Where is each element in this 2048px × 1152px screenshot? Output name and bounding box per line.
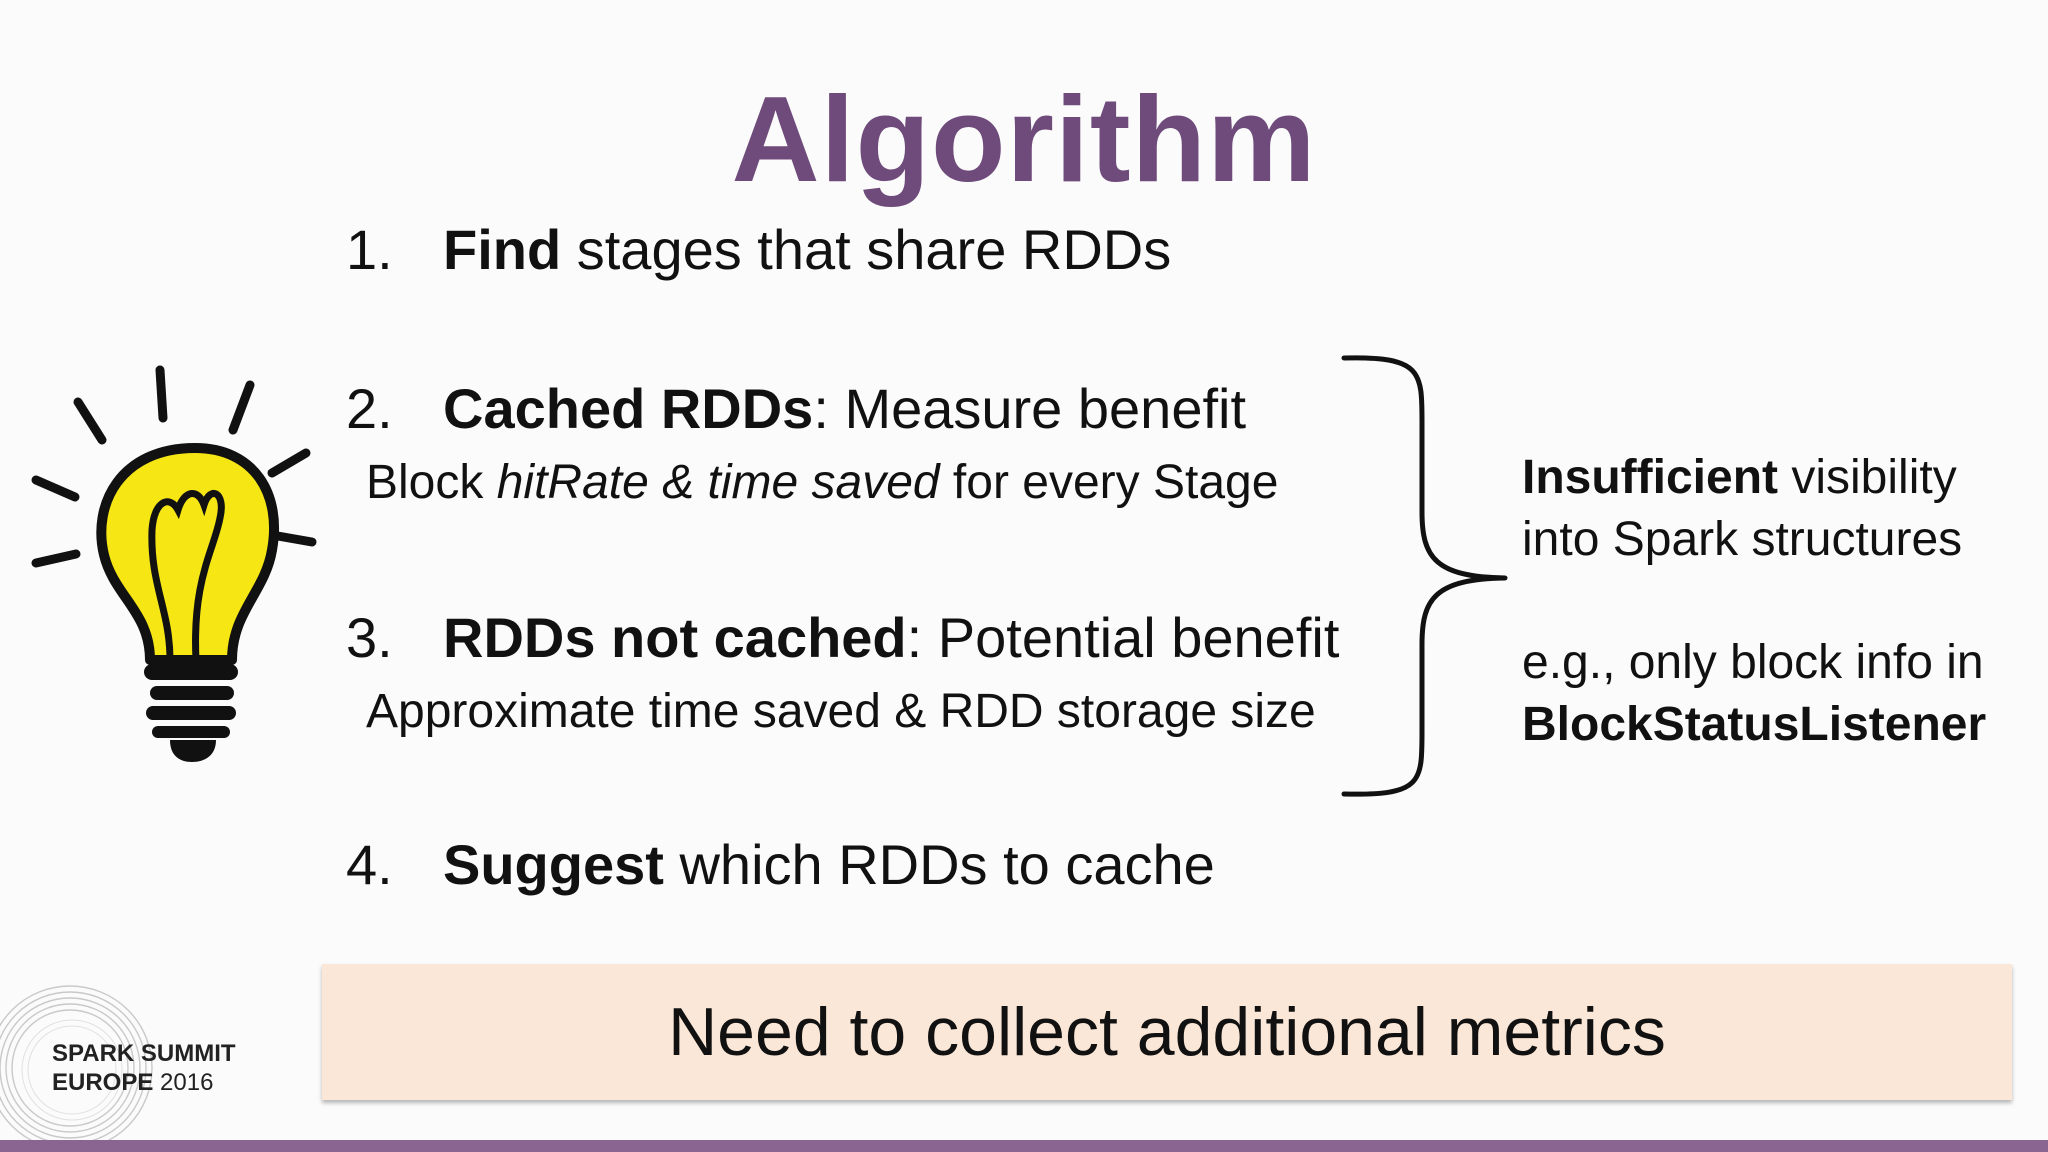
note-line-3: e.g., only block info in	[1522, 636, 1984, 689]
curly-brace	[1341, 355, 1508, 797]
callout-banner: Need to collect additional metrics	[322, 964, 2012, 1100]
step-text: : Measure benefit	[813, 377, 1247, 440]
step-number: 2.	[346, 377, 393, 440]
step-keyword: Suggest	[443, 833, 664, 896]
step-text: : Potential benefit	[906, 606, 1340, 669]
step-2-detail: Block hitRate & time saved for every Sta…	[366, 456, 1279, 509]
step-number: 1.	[346, 218, 393, 281]
step-text: which RDDs to cache	[663, 833, 1215, 896]
step-keyword: RDDs not cached	[443, 606, 907, 669]
spark-summit-logo: SPARK SUMMIT EUROPE 2016	[0, 970, 290, 1151]
logo-line-2: EUROPE 2016	[52, 1069, 214, 1096]
step-text: stages that share RDDs	[561, 218, 1172, 281]
slide-title: Algorithm	[731, 71, 1317, 207]
bottom-accent-bar	[0, 1140, 2048, 1152]
logo-swirl-icon	[0, 985, 153, 1151]
step-number: 3.	[346, 606, 393, 669]
step-keyword: Find	[443, 218, 562, 281]
note-line-1: Insufficient visibility	[1522, 451, 1957, 504]
step-number: 4.	[346, 833, 393, 896]
step-keyword: Cached RDDs	[443, 377, 814, 440]
lightbulb-icon	[31, 365, 317, 762]
step-3-detail: Approximate time saved & RDD storage siz…	[366, 685, 1316, 738]
step-2-detail-italic: hitRate & time saved	[496, 456, 940, 509]
note-line-4: BlockStatusListener	[1522, 698, 1987, 751]
logo-line-1: SPARK SUMMIT	[52, 1040, 236, 1067]
note-line-2: into Spark structures	[1522, 513, 1963, 566]
